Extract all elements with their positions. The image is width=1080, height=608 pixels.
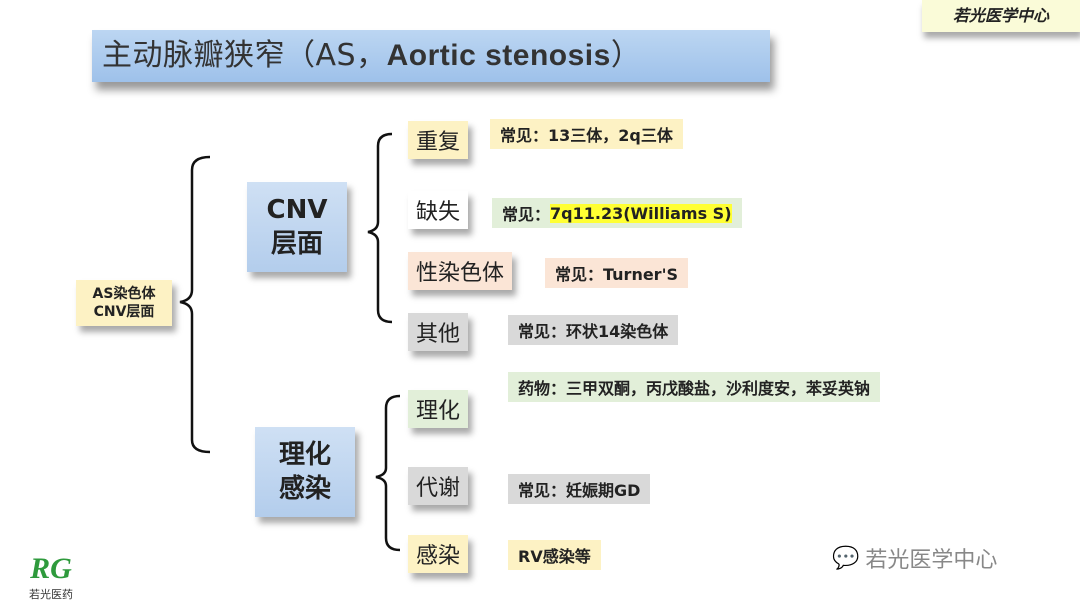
desc-deletion-highlight: 7q11.23(Williams S)	[550, 203, 732, 223]
desc-other: 常见：环状14染色体	[508, 315, 679, 345]
cnv-line2: 层面	[270, 229, 323, 259]
item-duplication: 重复	[408, 121, 469, 159]
brand-badge: 若光医学中心	[922, 0, 1080, 32]
item-metabolic: 代谢	[408, 467, 469, 505]
watermark: 💬若光医学中心	[832, 542, 997, 574]
root-node: AS染色体 CNV层面	[76, 280, 172, 326]
item-physchem: 理化	[408, 390, 469, 428]
cnv-line1: CNV	[266, 195, 328, 225]
item-deletion: 缺失	[408, 191, 469, 229]
title-en: Aortic stenosis	[386, 39, 611, 72]
desc-infection: RV感染等	[508, 540, 601, 570]
phys-node: 理化感染	[255, 427, 355, 517]
item-other: 其他	[408, 313, 469, 351]
desc-metabolic: 常见：妊娠期GD	[508, 474, 651, 504]
company-logo: RG 若光医药	[2, 552, 100, 608]
desc-deletion-prefix: 常见：	[502, 205, 551, 224]
item-sex-chromosome: 性染色体	[408, 252, 513, 290]
root-line2: CNV层面	[93, 304, 155, 320]
cnv-node: CNV 层面	[247, 182, 347, 272]
desc-duplication: 常见：13三体，2q三体	[490, 119, 683, 149]
phys-line2: 感染	[278, 474, 331, 504]
phys-bracket	[375, 394, 401, 552]
slide-title: 主动脉瓣狭窄（AS，Aortic stenosis）	[92, 30, 770, 82]
title-cn: 主动脉瓣狭窄（AS，	[102, 38, 387, 73]
desc-deletion: 常见：7q11.23(Williams S)	[492, 198, 742, 228]
item-infection: 感染	[408, 535, 469, 573]
phys-line1: 理化	[278, 440, 331, 470]
logo-mark: RG	[30, 552, 72, 585]
cnv-bracket	[367, 132, 393, 324]
watermark-text: 若光医学中心	[865, 548, 998, 573]
logo-name: 若光医药	[29, 588, 73, 601]
root-line1: AS染色体	[92, 286, 156, 302]
title-close: ）	[610, 38, 642, 73]
wechat-icon: 💬	[832, 545, 860, 571]
root-bracket	[179, 155, 211, 454]
desc-sex-chromosome: 常见：Turner'S	[545, 258, 688, 288]
desc-physchem: 药物：三甲双酮，丙戊酸盐，沙利度安，苯妥英钠	[508, 372, 881, 402]
